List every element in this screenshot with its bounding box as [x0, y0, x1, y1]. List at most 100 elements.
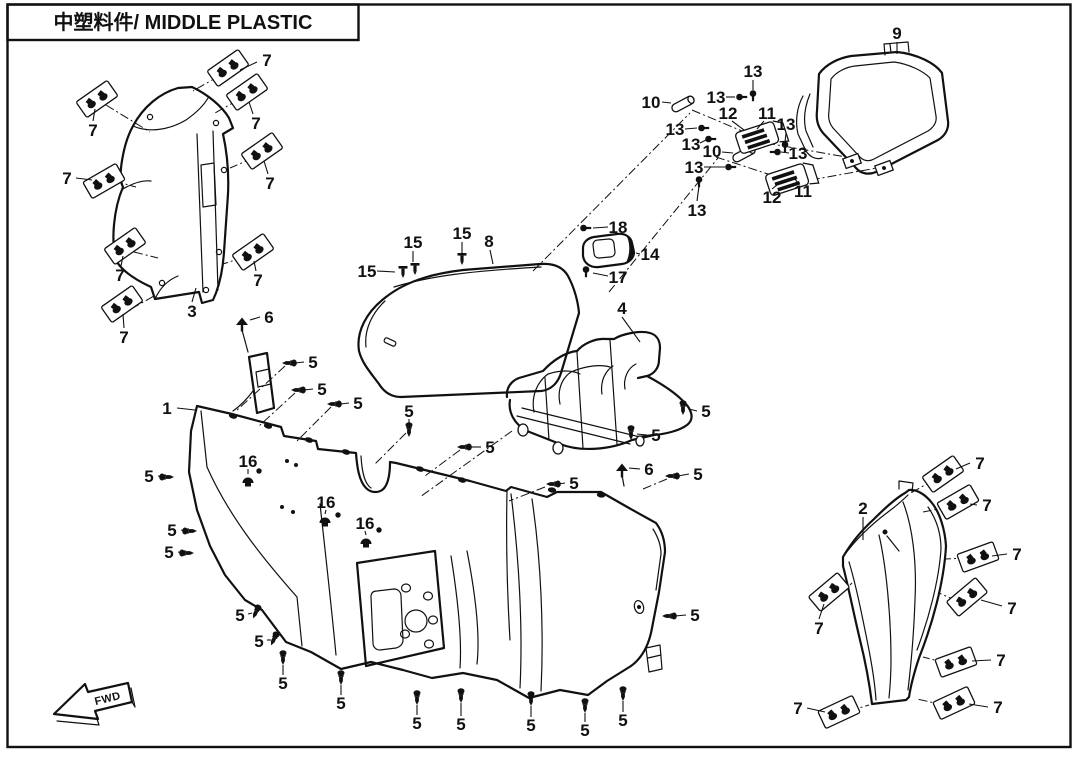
callout-leader [247, 612, 253, 615]
clip7-symbol [956, 540, 1000, 574]
callout-leader [263, 160, 269, 175]
callout-leader [294, 361, 305, 364]
callout-12: 12 [719, 104, 738, 123]
callout-5: 5 [308, 353, 317, 372]
callout-16: 16 [317, 493, 336, 512]
callout-7: 7 [793, 699, 802, 718]
construction-line [715, 156, 772, 176]
dot-symbol [335, 512, 341, 518]
clip7-symbol [100, 284, 144, 324]
callout-leader [696, 185, 700, 202]
clip7-symbol [945, 576, 989, 618]
callout-5: 5 [144, 467, 153, 486]
screw13-symbol [725, 163, 737, 171]
callout-5: 5 [235, 606, 244, 625]
callout-5: 5 [167, 521, 176, 540]
screw15-symbol [398, 266, 408, 278]
callout-7: 7 [115, 266, 124, 285]
callout-1: 1 [162, 399, 171, 418]
callout-leader [699, 139, 707, 144]
callout-17: 17 [609, 268, 628, 287]
callout-leader [157, 475, 164, 478]
callout-leader [303, 388, 314, 391]
dot-symbol [376, 527, 382, 533]
callout-15: 15 [453, 224, 472, 243]
screw5-symbol [665, 472, 680, 480]
callout-leader [955, 462, 971, 470]
callout-13: 13 [666, 120, 685, 139]
clip7-symbol [932, 685, 976, 721]
callout-5: 5 [404, 402, 413, 421]
part-1-main-panel [187, 329, 667, 700]
callout-6: 6 [644, 460, 653, 479]
callout-leader [489, 249, 494, 265]
callout-leader [621, 316, 641, 343]
callout-3: 3 [187, 302, 196, 321]
callout-5: 5 [701, 402, 710, 421]
callout-leader [635, 252, 641, 255]
callout-5: 5 [580, 721, 589, 740]
callout-2: 2 [858, 499, 867, 518]
callout-10: 10 [642, 93, 661, 112]
callout-leader [177, 551, 184, 554]
callout-13: 13 [707, 88, 726, 107]
callout-leader [592, 272, 609, 277]
callout-leader [339, 402, 350, 405]
callout-7: 7 [262, 51, 271, 70]
construction-line [373, 432, 407, 466]
screw5-symbol [581, 698, 589, 713]
callout-7: 7 [265, 174, 274, 193]
clip7-symbol [807, 571, 851, 613]
callout-5: 5 [690, 606, 699, 625]
screw13-symbol [582, 266, 590, 278]
page-title: 中塑料件/ MIDDLE PLASTIC [54, 10, 313, 34]
callout-leader [991, 553, 1008, 557]
screw13-symbol [769, 148, 781, 156]
callout-leader [731, 120, 745, 131]
callout-5: 5 [526, 716, 535, 735]
screw5-symbol [337, 670, 345, 685]
clip6-symbol [236, 317, 248, 332]
part-8-cover-panel [357, 262, 581, 399]
screw5-symbol [267, 630, 281, 647]
part-3-front-left-panel [112, 85, 235, 305]
callout-leader [628, 467, 641, 470]
callout-11: 11 [758, 104, 776, 123]
callout-leader [980, 599, 1003, 607]
callout-5: 5 [353, 394, 362, 413]
callout-leader [180, 529, 187, 532]
callout-5: 5 [317, 380, 326, 399]
callout-13: 13 [744, 62, 763, 81]
callout-leader [688, 408, 698, 412]
callout-leader [364, 530, 367, 536]
clip7-symbol [206, 48, 250, 88]
screw15-symbol [410, 263, 420, 275]
screw5-symbol [249, 603, 263, 620]
screw5-symbol [457, 443, 472, 451]
clip6-symbol [616, 463, 628, 478]
callout-5: 5 [278, 674, 287, 693]
callout-leader [780, 151, 790, 154]
callout-leader [592, 226, 609, 229]
clip7-symbol [82, 162, 126, 200]
construction-line [765, 142, 847, 158]
callout-7: 7 [982, 496, 991, 515]
screw13-symbol [736, 93, 748, 101]
callout-leader [968, 703, 989, 708]
clip7-symbol [225, 72, 269, 112]
construction-line [642, 478, 668, 490]
screw5-symbol [457, 688, 465, 703]
callout-7: 7 [996, 651, 1005, 670]
callout-7: 7 [993, 698, 1002, 717]
callout-13: 13 [789, 144, 808, 163]
callout-leader [176, 407, 196, 411]
pin10-symbol [669, 94, 697, 114]
callout-leader [684, 127, 698, 130]
callout-7: 7 [251, 114, 260, 133]
callout-16: 16 [239, 452, 258, 471]
callout-7: 7 [814, 619, 823, 638]
title-box [6, 3, 360, 42]
part-14-latch-bracket [581, 232, 636, 269]
screw5-symbol [413, 690, 421, 705]
